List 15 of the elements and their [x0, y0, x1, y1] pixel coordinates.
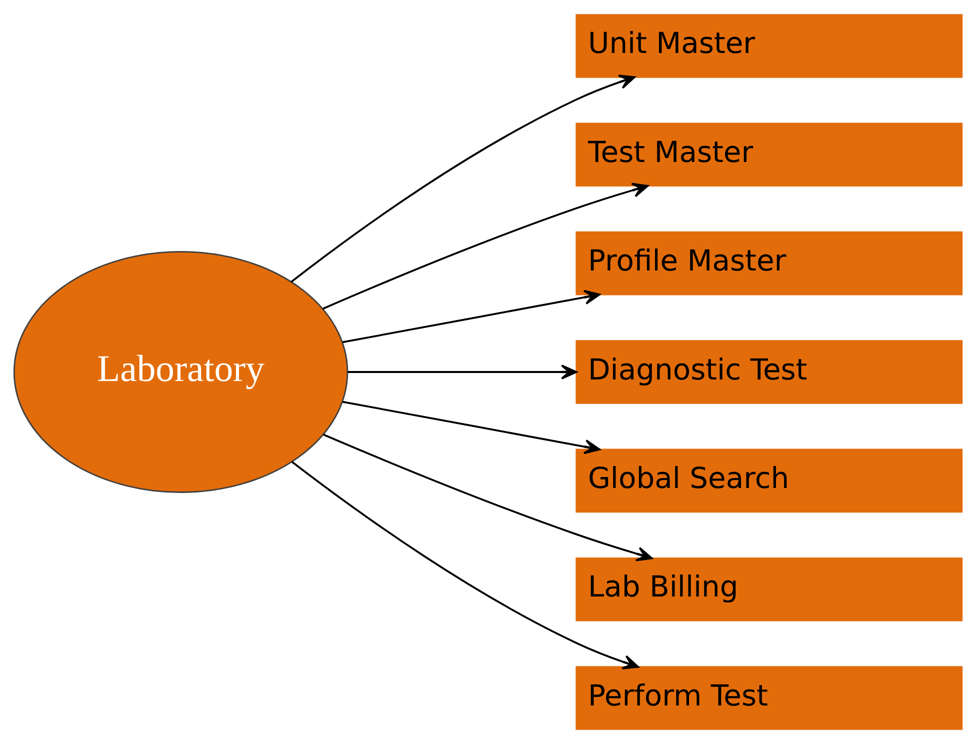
node-box: Global Search	[576, 448, 963, 513]
node-box: Test Master	[576, 122, 963, 187]
arrow	[291, 460, 639, 670]
arrow	[342, 400, 600, 454]
node-box: Perform Test	[576, 666, 963, 730]
node-box: Unit Master	[576, 14, 963, 78]
arrow	[322, 182, 649, 310]
node-box: Lab Billing	[576, 557, 963, 622]
node-box: Diagnostic Test	[576, 340, 963, 404]
node-box: Profile Master	[576, 231, 963, 296]
arrow	[348, 364, 578, 380]
arrow	[323, 434, 653, 562]
arrow	[342, 290, 600, 344]
node-ellipse: Laboratory	[13, 251, 348, 493]
arrow	[290, 74, 636, 283]
